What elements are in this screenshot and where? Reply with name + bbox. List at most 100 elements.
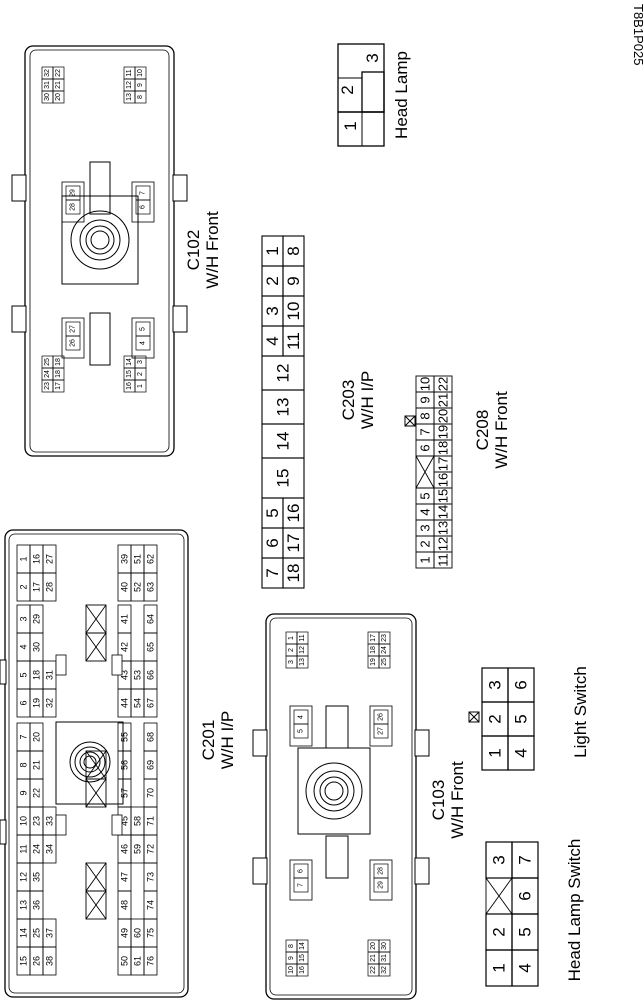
- c201-pin-53-label: 53: [133, 670, 143, 680]
- light-switch-pin-4-label: 4: [512, 748, 531, 757]
- c103-pin-19: 19: [367, 655, 380, 669]
- c201-pin-33-label: 33: [45, 816, 55, 826]
- c201-pin-71-label: 71: [146, 816, 156, 826]
- c102-pin-10-label: 10: [137, 69, 144, 77]
- head-lamp-switch-pin-2: 2: [485, 913, 513, 951]
- c201-pin-11: 11: [16, 834, 31, 864]
- c201-pin-60: 60: [130, 918, 145, 948]
- c201-pin-47: 47: [117, 862, 132, 892]
- c102-pin-24: 24: [41, 367, 54, 381]
- c102-pin-9-label: 9: [137, 83, 144, 87]
- c201-pin-40-label: 40: [120, 582, 130, 592]
- c201-pin-10: 10: [16, 806, 31, 836]
- c201-pin-19: 19: [29, 688, 44, 718]
- c201-pin-35-label: 35: [32, 872, 42, 882]
- c103-pin-5: 5: [293, 723, 309, 739]
- c201-pin-76-label: 76: [146, 956, 156, 966]
- c201-pin-38: 38: [42, 946, 57, 976]
- c201-pin-7-label: 7: [19, 734, 29, 739]
- c201-pin-21-label: 21: [32, 760, 42, 770]
- c208-pin-3-label: 3: [418, 524, 433, 531]
- c203-pin-18: 18: [282, 557, 305, 589]
- c201-pin-23-label: 23: [32, 816, 42, 826]
- head-lamp-pin-1: 1: [341, 121, 360, 130]
- c203-pin-8: 8: [282, 235, 305, 267]
- head-lamp-switch-pin-4-label: 4: [516, 963, 535, 972]
- c201-pin-20-label: 20: [32, 732, 42, 742]
- c208-pin-20: 20: [433, 407, 453, 425]
- c102-pin-4: 4: [135, 335, 151, 351]
- c203-pin-7: 7: [261, 557, 284, 589]
- c103-pin-14: 14: [296, 939, 309, 953]
- c201-pin-22-label: 22: [32, 788, 42, 798]
- c201-pin-21: 21: [29, 750, 44, 780]
- c208-desc: W/H Front: [492, 391, 511, 469]
- c203-pin-9: 9: [282, 265, 305, 297]
- c203-pin-6-label: 6: [263, 538, 282, 547]
- c201-pin-1: 1: [16, 544, 31, 574]
- c201-pin-11-label: 11: [19, 844, 29, 853]
- c201-pin-70-label: 70: [146, 788, 156, 798]
- c102-desc: W/H Front: [203, 211, 222, 289]
- c103-pin-12: 12: [296, 643, 309, 657]
- c201-pin-61-label: 61: [133, 956, 143, 966]
- c201-pin-51-label: 51: [133, 554, 143, 564]
- head-lamp-switch-pin-5: 5: [511, 913, 539, 951]
- c201-pin-38-label: 38: [45, 956, 55, 966]
- c201-pin-31: 31: [42, 660, 57, 690]
- c102-pin-13: 13: [123, 90, 136, 104]
- c201-pin-69: 69: [143, 750, 158, 780]
- c102-pin-31: 31: [41, 78, 54, 92]
- c201-pin-46: 46: [117, 834, 132, 864]
- c102-pin-4-label: 4: [140, 341, 147, 345]
- c201-pin-55-label: 55: [120, 732, 130, 742]
- c203-pin-10-label: 10: [284, 302, 303, 321]
- c201-pin-67-label: 67: [146, 698, 156, 708]
- c201-pin-63: 63: [143, 572, 158, 602]
- c203-pin-12: 12: [261, 355, 305, 391]
- c103-pin-29-label: 29: [378, 881, 385, 889]
- c203-pin-9-label: 9: [284, 276, 303, 285]
- c208-pin-20-label: 20: [436, 409, 451, 423]
- c203-pin-11-label: 11: [284, 332, 303, 350]
- c201-pin-65-label: 65: [146, 642, 156, 652]
- c102-pin-25-label: 25: [44, 358, 51, 366]
- c203-name: C203: [339, 380, 358, 421]
- c201-pin-13: 13: [16, 890, 31, 920]
- c102-pin-17-label: 17: [55, 382, 62, 390]
- c201-pin-3: 3: [16, 604, 31, 634]
- c208-pin-17: 17: [433, 455, 453, 473]
- c103-pin-26-label: 26: [378, 713, 385, 721]
- c102-pin-14-label: 14: [126, 358, 133, 366]
- c208-blank: [415, 455, 435, 489]
- c102-pin-29-label: 29: [70, 189, 77, 197]
- c201-pin-54-label: 54: [133, 698, 143, 708]
- c203-pin-4-label: 4: [263, 336, 282, 345]
- c201-connector: 1514131211109876543212625363524232221201…: [0, 529, 237, 998]
- c201-pin-59-label: 59: [133, 844, 143, 854]
- c203-pin-1-label: 1: [263, 246, 282, 255]
- c201-pin-6: 6: [16, 688, 31, 718]
- c208-pin-14: 14: [433, 503, 453, 521]
- c103-pin-25: 25: [378, 655, 391, 669]
- c208-pin-6: 6: [415, 439, 435, 457]
- c103-pin-13: 13: [296, 655, 309, 669]
- c102-pin-8: 8: [134, 90, 147, 104]
- c201-pin-9: 9: [16, 778, 31, 808]
- c103-pin-9: 9: [285, 951, 298, 965]
- c201-pin-42-label: 42: [120, 642, 130, 652]
- c102-pin-7-label: 7: [140, 191, 147, 195]
- c102-pin-2-label: 2: [137, 372, 144, 376]
- c103-pin-10: 10: [285, 963, 298, 977]
- c103-pin-32: 32: [378, 963, 391, 977]
- c201-pin-66: 66: [143, 660, 158, 690]
- c103-pin-28-label: 28: [378, 867, 385, 875]
- c201-pin-55: 55: [117, 722, 132, 752]
- c102-pin-13-label: 13: [126, 93, 133, 101]
- c103-pin-5-label: 5: [298, 729, 305, 733]
- c103-pin-25-label: 25: [381, 658, 388, 666]
- c203-pin-15: 15: [261, 457, 305, 499]
- c102-pin-29: 29: [65, 185, 81, 201]
- c103-pin-18: 18: [367, 643, 380, 657]
- c201-pin-75-label: 75: [146, 928, 156, 938]
